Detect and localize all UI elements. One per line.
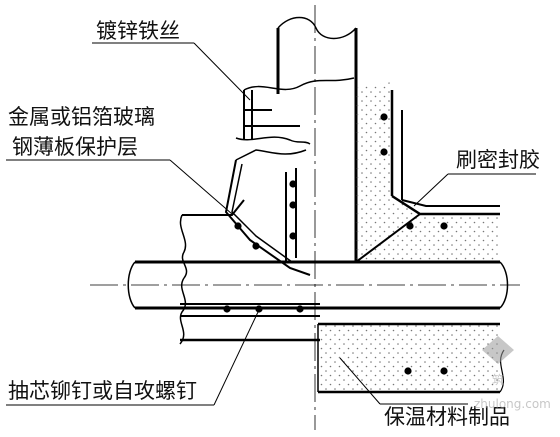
rivet <box>289 232 297 240</box>
vertical-branch-pipe <box>243 16 358 262</box>
rivet <box>289 180 297 188</box>
label-sealant: 刷密封胶 <box>456 148 540 172</box>
label-metal-sheet-line2: 钢薄板保护层 <box>12 135 138 159</box>
watermark-mark: 筑 <box>492 372 504 387</box>
right-jacket <box>317 90 505 394</box>
leader-lines <box>6 42 536 406</box>
rivet <box>289 201 297 209</box>
rivet <box>380 148 388 156</box>
rivet <box>440 367 448 375</box>
rivet <box>440 222 448 230</box>
rivet <box>234 222 242 230</box>
rivet <box>404 367 412 375</box>
rivet <box>296 305 304 313</box>
label-rivets: 抽芯铆钉或自攻螺钉 <box>8 379 197 403</box>
rivet <box>380 113 388 121</box>
label-metal-sheet-line1: 金属或铝箔玻璃 <box>8 105 155 129</box>
left-insulated-section <box>179 199 320 345</box>
rivet <box>252 242 260 250</box>
rivets <box>223 113 448 375</box>
rivet <box>406 222 414 230</box>
centre-lines <box>90 5 520 430</box>
left-jacket <box>224 90 311 276</box>
label-galvanized-wire: 镀锌铁丝 <box>96 19 180 43</box>
watermark: 筑 zhulong.com <box>474 336 551 411</box>
insulation-bottom-right <box>318 324 500 392</box>
insulation-right-vertical <box>356 82 500 262</box>
watermark-site: zhulong.com <box>474 397 551 411</box>
rivet <box>255 305 263 313</box>
watermark-logo-icon <box>482 336 514 364</box>
rivet <box>223 305 231 313</box>
label-insulation: 保温材料制品 <box>384 405 510 429</box>
